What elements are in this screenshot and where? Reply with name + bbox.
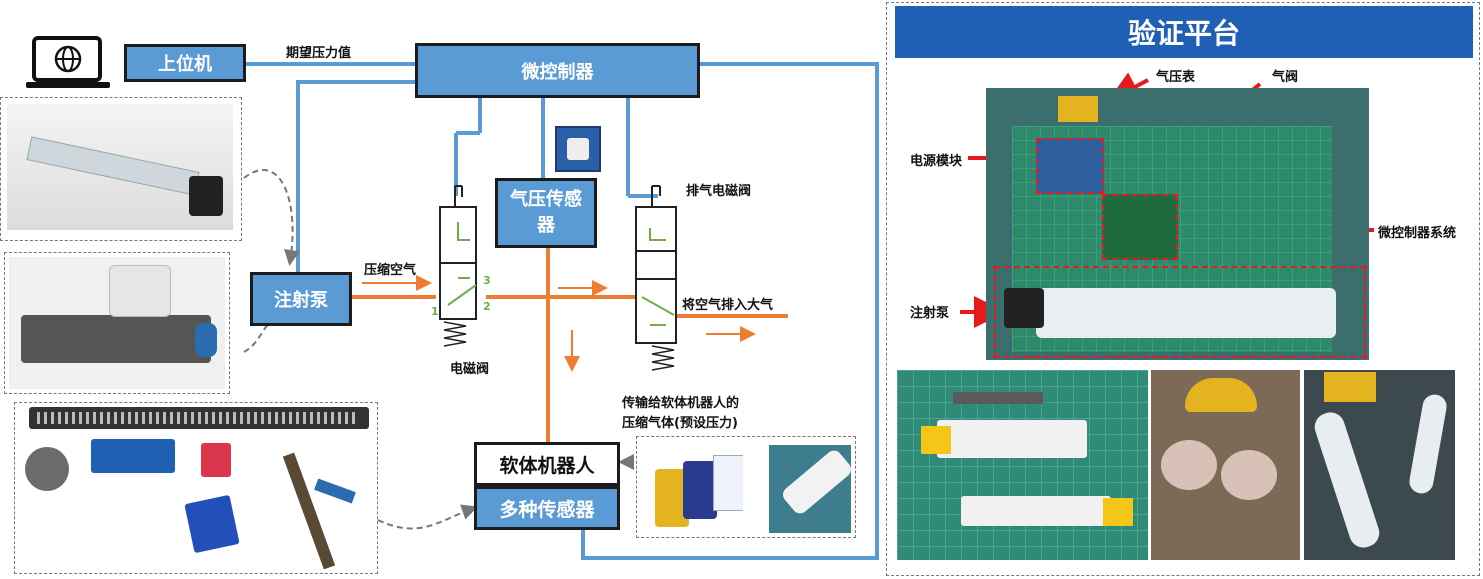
port-1-label: 1 xyxy=(431,305,439,318)
signal-lines xyxy=(246,62,879,560)
laptop-icon xyxy=(24,36,112,92)
pressure-sensor-box: 气压传感器 xyxy=(495,178,597,248)
platform-title-bar: 验证平台 xyxy=(895,6,1473,58)
solenoid-valve-symbol xyxy=(439,185,477,347)
syringe-pump-label: 注射泵 xyxy=(274,290,328,311)
soft-robot-box: 软体机器人 xyxy=(474,442,620,486)
power-module-label: 电源模块 xyxy=(910,154,963,169)
platform-title: 验证平台 xyxy=(1127,17,1240,50)
host-computer-box: 上位机 xyxy=(124,44,246,82)
flex-sensor-photo xyxy=(29,407,369,429)
syringe-pump-photo xyxy=(7,104,233,230)
platform-frame xyxy=(886,2,1480,576)
transmit-line1-label: 传输给软体机器人的 xyxy=(622,396,740,411)
sensor-module-photo-2 xyxy=(201,443,231,477)
platform-syringe-pump-label: 注射泵 xyxy=(910,306,950,321)
sensors-photo-frame xyxy=(14,402,378,574)
force-sensor-photo xyxy=(25,447,69,491)
mcu-system-label: 微控制器系统 xyxy=(1378,226,1457,241)
barometer-label: 气压表 xyxy=(1156,70,1196,85)
desired-pressure-label: 期望压力值 xyxy=(286,46,352,61)
platform-main-photo xyxy=(986,88,1369,360)
solenoid-valve-photo xyxy=(9,257,225,389)
arm-grasp-photo xyxy=(1304,370,1455,560)
sensor-module-photo-3 xyxy=(314,478,356,504)
transmit-line2-label: 压缩气体(预设压力) xyxy=(622,416,738,431)
air-lines xyxy=(352,248,788,442)
solenoid-valve-label: 电磁阀 xyxy=(450,362,490,377)
sensor-module-photo-1 xyxy=(91,439,175,473)
soft-actuator-photo xyxy=(769,445,851,533)
vent-to-atmosphere-label: 将空气排入大气 xyxy=(682,298,774,313)
host-computer-label: 上位机 xyxy=(158,54,212,75)
compressed-air-label: 压缩空气 xyxy=(364,263,417,278)
microcontroller-label: 微控制器 xyxy=(521,61,594,83)
exhaust-valve-symbol xyxy=(635,185,677,371)
pressure-sensor-chip-image xyxy=(555,126,601,172)
syringe-pump-box: 注射泵 xyxy=(250,272,352,326)
exhaust-valve-label: 排气电磁阀 xyxy=(686,184,752,199)
multi-sensors-box: 多种传感器 xyxy=(474,486,620,530)
air-valve-label: 气阀 xyxy=(1272,70,1299,85)
bend-sensor-photo xyxy=(282,452,336,570)
soft-robot-photo-frame xyxy=(636,436,856,538)
multi-sensors-label: 多种传感器 xyxy=(499,498,595,521)
imu-module-photo xyxy=(184,494,240,554)
pressure-sensor-label: 气压传感器 xyxy=(510,189,582,236)
solenoid-valve-photo-frame xyxy=(4,252,230,394)
flower-grasp-photo xyxy=(1151,370,1300,560)
microcontroller-box: 微控制器 xyxy=(415,43,700,98)
gripper-fingers-photo xyxy=(897,370,1148,560)
soft-robot-label: 软体机器人 xyxy=(499,454,595,477)
silicone-kit-photo xyxy=(655,455,743,529)
port-2-label: 2 xyxy=(483,300,491,313)
port-3-label: 3 xyxy=(483,274,491,287)
syringe-pump-photo-frame xyxy=(0,97,242,241)
